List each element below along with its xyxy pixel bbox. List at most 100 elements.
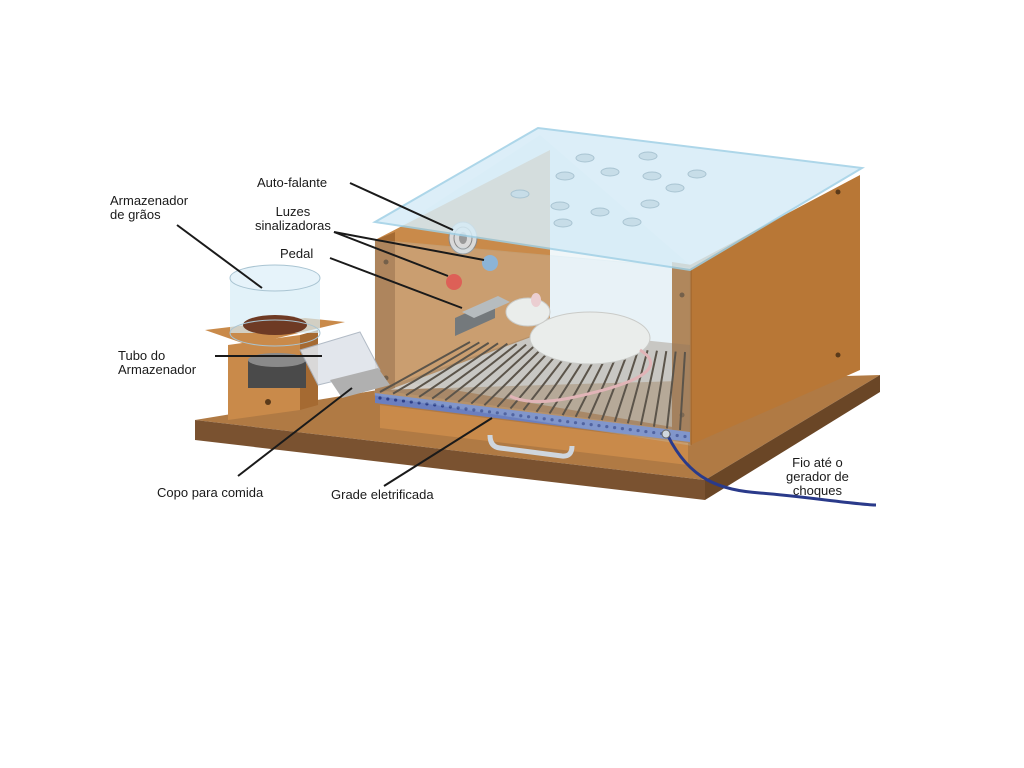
lid-air-hole xyxy=(638,151,658,161)
grid-rail-dot xyxy=(386,397,390,401)
grid-bar xyxy=(418,342,499,398)
grid-rail-dot xyxy=(519,414,523,418)
grid-rail-dot xyxy=(417,401,421,405)
grid-rail-dot xyxy=(597,424,601,428)
grid-rail-dot xyxy=(613,426,617,430)
grid-bar xyxy=(652,350,668,427)
grid-rail-dot xyxy=(589,423,593,427)
leader-lines xyxy=(176,182,493,487)
base-board-side xyxy=(705,375,880,500)
lid-air-hole xyxy=(642,171,662,181)
grid-rail-dot xyxy=(573,421,578,425)
grid-rail-dot xyxy=(542,417,546,421)
grid-rail-dot xyxy=(550,418,554,422)
label-shock-wire-line3: choques xyxy=(792,483,843,498)
label-signal-lights-line2: sinalizadoras xyxy=(255,218,331,233)
grid-rail-dot xyxy=(409,400,413,404)
grid-rail-dot xyxy=(683,434,687,439)
box-left-wall-edge xyxy=(375,232,395,395)
box-front-post xyxy=(672,262,692,445)
lid-air-hole xyxy=(640,199,660,209)
grid-rail-dot xyxy=(448,405,452,409)
grid-rail-dot xyxy=(511,413,515,417)
grid-rail-dot xyxy=(401,399,406,403)
label-speaker: Auto-falante xyxy=(257,175,328,190)
grid-bar xyxy=(639,350,658,426)
grid-rail-dot xyxy=(440,404,445,408)
lid-air-hole xyxy=(553,218,573,228)
grid-rail-dot xyxy=(636,428,640,433)
grid-front-rail xyxy=(375,393,690,442)
lid-air-hole xyxy=(510,189,530,199)
feeder-tube xyxy=(299,331,381,386)
label-shock-wire-line2: gerador de xyxy=(786,469,849,484)
glass-lid xyxy=(372,126,866,272)
base-board-front xyxy=(195,420,705,500)
grid-rail-dot xyxy=(464,407,468,411)
grid-rail-dot xyxy=(425,402,429,406)
drawer-handle xyxy=(487,434,575,459)
label-grain-store-line1: Armazenador xyxy=(110,193,189,208)
label-pedal: Pedal xyxy=(280,246,314,261)
shock-wire xyxy=(666,435,877,507)
grid-rail-dot xyxy=(472,408,476,412)
lid-air-hole xyxy=(665,183,685,193)
food-cup xyxy=(330,368,390,398)
grid-bar xyxy=(626,349,649,424)
drawer-front xyxy=(380,405,688,465)
grid-bar xyxy=(470,344,537,405)
grid-bar xyxy=(379,341,471,393)
grid-rail-dot xyxy=(487,410,492,414)
label-shock-wire-line1: Fio até o xyxy=(792,455,843,470)
grid-rail-dot xyxy=(495,411,499,415)
label-electrified-grid: Grade eletrificada xyxy=(331,487,434,502)
lid-air-hole xyxy=(600,167,620,177)
grid-bar xyxy=(405,342,490,397)
pedal-lever xyxy=(455,296,510,336)
grid-rail-dot xyxy=(503,412,507,416)
label-tube-line2: Armazenador xyxy=(118,362,197,377)
grid-rail-dot xyxy=(480,409,484,413)
grain-store-cylinder xyxy=(229,264,321,347)
label-signal-lights: Luzes sinalizadoras xyxy=(255,205,331,233)
label-food-cup: Copo para comida xyxy=(157,485,264,500)
grid-bar xyxy=(496,345,555,408)
label-grain-store: Armazenador de grãos xyxy=(110,194,188,222)
label-tube: Tubo do Armazenador xyxy=(118,349,196,377)
grid-bar xyxy=(600,349,630,421)
lid-air-hole xyxy=(590,207,610,217)
grid-rail-dot xyxy=(526,415,531,419)
grain-store-tube xyxy=(248,353,306,388)
grid-rail-dot xyxy=(378,396,382,400)
grid-bar xyxy=(665,351,677,429)
grid-rail-dot xyxy=(566,420,570,424)
grid-rail-dot xyxy=(628,427,632,432)
grid-bar xyxy=(444,343,518,402)
grid-rail-dot xyxy=(534,416,539,420)
grid-rail-dot xyxy=(394,398,398,402)
grid-bar xyxy=(431,342,508,400)
signal-light-red xyxy=(446,274,462,290)
grid-bar xyxy=(679,351,686,431)
grid-bar xyxy=(483,344,546,406)
label-signal-lights-line1: Luzes xyxy=(275,204,311,219)
rat xyxy=(505,293,653,403)
label-shock-wire: Fio até o gerador de choques xyxy=(786,456,849,498)
grid-rail-dot xyxy=(675,433,679,438)
lid-air-hole xyxy=(555,171,575,181)
label-tube-line1: Tubo do xyxy=(118,348,166,363)
grid-rail-dot xyxy=(558,419,562,423)
glass-front xyxy=(374,239,691,446)
lid-air-hole xyxy=(687,169,707,179)
lid-air-hole xyxy=(575,153,595,163)
grid-bar xyxy=(457,343,527,403)
grid-rail-dot xyxy=(581,422,585,426)
grid-rail-dot xyxy=(433,403,437,407)
grid-rail-dot xyxy=(456,406,460,410)
grid-rail-dot xyxy=(605,425,609,429)
signal-light-blue xyxy=(482,255,498,271)
grid-rail-dot xyxy=(652,430,656,435)
label-grain-store-line2: de grãos xyxy=(110,207,161,222)
